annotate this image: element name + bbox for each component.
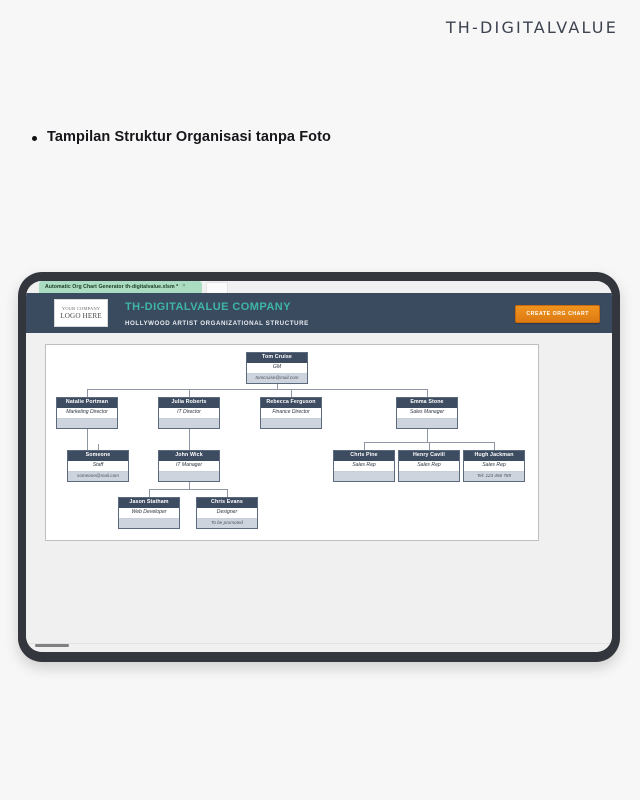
org-node-name: Emma Stone xyxy=(397,398,457,408)
org-node-title: Sales Manager xyxy=(397,407,457,419)
app-header-bar: YOUR COMPANY LOGO HERE TH-DIGITALVALUE C… xyxy=(26,293,612,333)
org-connector xyxy=(189,389,190,397)
company-name: TH-DIGITALVALUE COMPANY xyxy=(125,300,291,313)
org-node-name: Someone xyxy=(68,451,128,461)
org-node-name: Jason Statham xyxy=(119,498,179,508)
workbook-file-tab-label: Automatic Org Chart Generator th-digital… xyxy=(45,284,179,290)
org-connector xyxy=(87,420,88,450)
org-node-name: Hugh Jackman xyxy=(464,451,524,461)
bullet-dot-icon xyxy=(32,136,37,141)
org-connector xyxy=(364,442,365,450)
bullet-item: Tampilan Struktur Organisasi tanpa Foto xyxy=(32,128,331,147)
new-tab-button[interactable] xyxy=(206,282,228,293)
org-connector xyxy=(87,389,427,390)
org-connector xyxy=(149,489,227,490)
org-node-extra xyxy=(159,418,219,429)
org-connector xyxy=(427,420,428,442)
org-node-extra xyxy=(119,518,179,529)
org-node-title: GM xyxy=(247,362,307,374)
org-connector xyxy=(98,444,99,450)
org-node-title: Sales Rep xyxy=(334,460,394,472)
org-node-extra: Tel: 123 456 789 xyxy=(464,471,524,482)
sheet-divider xyxy=(26,643,612,644)
org-connector xyxy=(494,442,495,450)
logo-placeholder-line2: LOGO HERE xyxy=(60,311,102,320)
org-node-extra: To be promoted xyxy=(197,518,257,529)
org-node-extra xyxy=(334,471,394,482)
org-connector xyxy=(429,442,430,450)
close-icon[interactable]: × xyxy=(182,283,186,290)
org-connector xyxy=(149,489,150,497)
org-node-name: Natalie Portman xyxy=(57,398,117,408)
org-connector xyxy=(227,489,228,497)
org-node-name: Chris Evans xyxy=(197,498,257,508)
bullet-label: Tampilan Struktur Organisasi tanpa Foto xyxy=(47,129,332,145)
horizontal-scrollbar-thumb[interactable] xyxy=(35,644,69,647)
org-node-title: Sales Rep xyxy=(399,460,459,472)
org-node-name: Rebecca Ferguson xyxy=(261,398,321,408)
org-connector xyxy=(189,420,190,450)
org-node-title: IT Manager xyxy=(159,460,219,472)
workbook-tab-strip: Automatic Org Chart Generator th-digital… xyxy=(26,281,612,293)
org-connector xyxy=(427,389,428,397)
org-node-extra xyxy=(57,418,117,429)
org-node-name: Julia Roberts xyxy=(159,398,219,408)
workbook-file-tab[interactable]: Automatic Org Chart Generator th-digital… xyxy=(39,281,202,293)
org-node-name: John Wick xyxy=(159,451,219,461)
org-node-extra xyxy=(397,418,457,429)
brand-logo: TH-DIGITALVALUE xyxy=(445,18,618,37)
create-org-chart-button[interactable]: CREATE ORG CHART xyxy=(515,305,600,323)
header-title-group: TH-DIGITALVALUE COMPANY HOLLYWOOD ARTIST… xyxy=(125,299,309,328)
org-node-title: Staff xyxy=(68,460,128,472)
org-node-title: Finance Director xyxy=(261,407,321,419)
logo-placeholder-line1: YOUR COMPANY xyxy=(61,305,101,311)
tablet-device-frame: Automatic Org Chart Generator th-digital… xyxy=(18,272,620,662)
org-connector xyxy=(291,389,292,397)
company-subtitle: HOLLYWOOD ARTIST ORGANIZATIONAL STRUCTUR… xyxy=(125,320,309,328)
org-node-title: Sales Rep xyxy=(464,460,524,472)
org-node-name: Henry Cavill xyxy=(399,451,459,461)
org-node-name: Tom Cruise xyxy=(247,353,307,363)
tablet-screen: Automatic Org Chart Generator th-digital… xyxy=(26,281,612,652)
org-node-title: Marketing Director xyxy=(57,407,117,419)
org-node-extra xyxy=(159,471,219,482)
org-node-extra: someone@mail.com xyxy=(68,471,128,482)
company-logo-placeholder: YOUR COMPANY LOGO HERE xyxy=(54,299,108,327)
org-node-title: IT Director xyxy=(159,407,219,419)
org-node-extra: tomcruise@mail.com xyxy=(247,373,307,384)
org-connector xyxy=(87,389,88,397)
org-node-extra xyxy=(399,471,459,482)
org-node-title: Designer xyxy=(197,507,257,519)
org-node-extra xyxy=(261,418,321,429)
org-node-title: Web Developer xyxy=(119,507,179,519)
org-node-name: Chris Pine xyxy=(334,451,394,461)
